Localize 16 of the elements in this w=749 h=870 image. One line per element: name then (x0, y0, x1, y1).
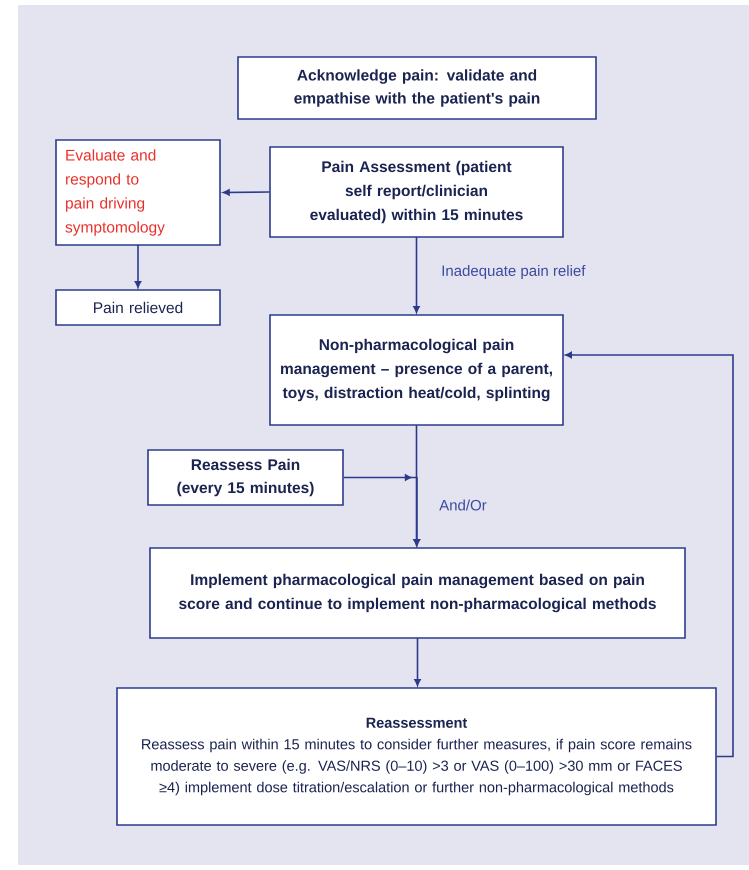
process-box: Implement pharmacological pain management based on pain score and continue to implement non-pharmacological methods (149, 547, 686, 639)
arrow (344, 474, 420, 546)
process-box: Non-pharmacological pain management – presence of a parent, toys, distraction heat/cold, splinting (269, 314, 564, 426)
edge-label: Inadequate pain relief (440, 264, 586, 280)
process-box: Evaluate and respond to pain driving symptomology (55, 139, 221, 246)
outcome-box: Pain relieved (55, 289, 221, 326)
arrow (413, 237, 420, 313)
arrow (565, 352, 734, 758)
process-box: Pain Assessment (patient self report/clinician evaluated) within 15 minutes (269, 146, 564, 238)
process-box: Reassess Pain (every 15 minutes) (147, 449, 344, 506)
arrow (414, 638, 421, 686)
process-box: Reassessment Reassess pain within 15 minutes to consider further measures, if pain score remains moderate to severe (e.g. VAS/NRS (0–10) >3 or VAS (0–100) >30 mm or FACES ≥4) implement dose titration/escalation or further non-pharmacological methods (116, 687, 717, 826)
arrow (222, 189, 270, 196)
edge-label: And/Or (438, 498, 488, 512)
process-box: Acknowledge pain: validate and empathise with the patient's pain (237, 56, 597, 120)
arrow (134, 245, 142, 288)
